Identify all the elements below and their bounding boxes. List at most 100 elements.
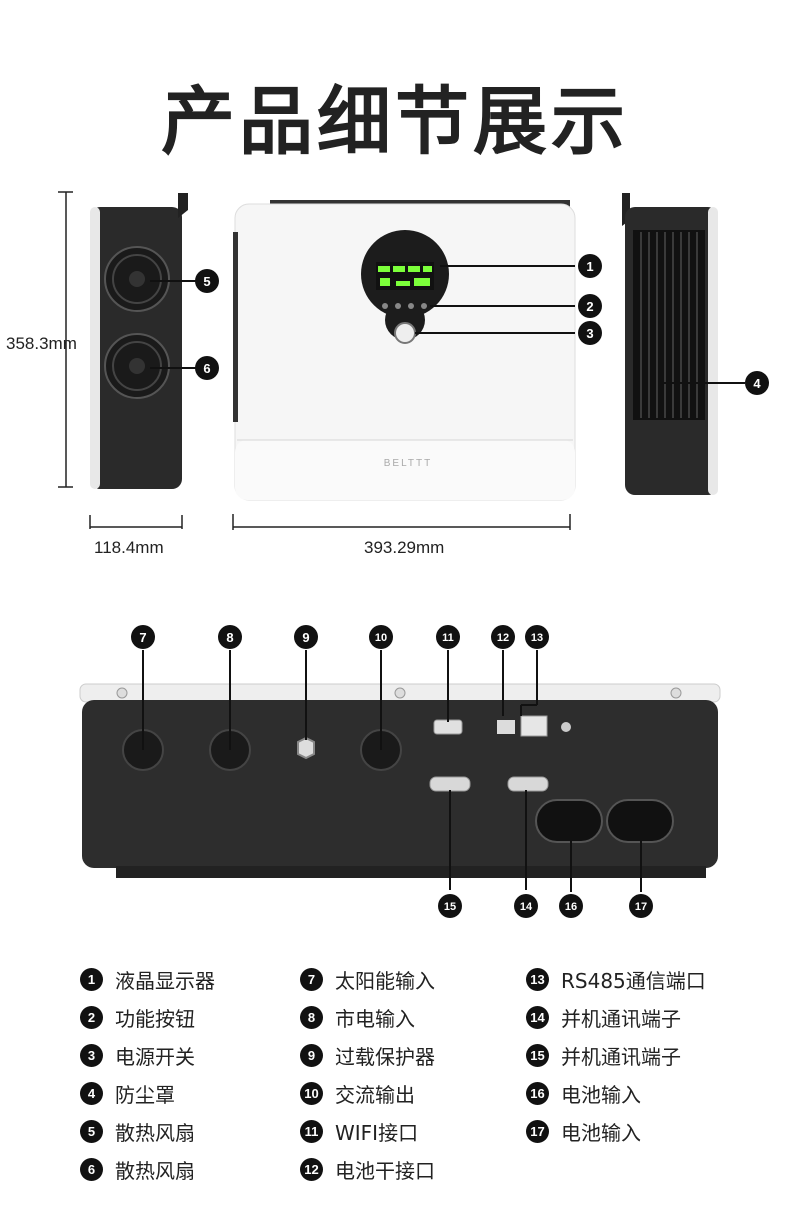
svg-text:16: 16 bbox=[565, 901, 577, 913]
legend-label: 市电输入 bbox=[335, 1006, 415, 1031]
legend-item: 15 并机通讯端子 bbox=[526, 1036, 706, 1074]
svg-text:5: 5 bbox=[203, 274, 210, 289]
svg-text:6: 6 bbox=[203, 361, 210, 376]
legend-number-badge: 3 bbox=[80, 1043, 103, 1067]
svg-text:8: 8 bbox=[226, 630, 233, 645]
callout-17: 17 bbox=[629, 894, 653, 918]
svg-text:11: 11 bbox=[442, 632, 454, 644]
left-side-view bbox=[58, 191, 196, 529]
legend-label: 过载保护器 bbox=[335, 1044, 435, 1069]
front-view bbox=[232, 200, 576, 530]
legend-item: 13 RS485通信端口 bbox=[526, 960, 706, 998]
callout-8: 8 bbox=[218, 625, 242, 649]
legend-number-badge: 8 bbox=[300, 1005, 323, 1029]
legend-number-badge: 17 bbox=[526, 1119, 549, 1143]
legend-number-badge: 10 bbox=[300, 1081, 323, 1105]
legend-item: 17 电池输入 bbox=[526, 1112, 706, 1150]
svg-text:9: 9 bbox=[302, 630, 309, 645]
legend-label: 散热风扇 bbox=[115, 1158, 195, 1183]
legend-column-3: 13 RS485通信端口 14 并机通讯端子 15 并机通讯端子 16 电池输入 17 电… bbox=[526, 960, 706, 1150]
callout-2: 2 bbox=[578, 294, 602, 318]
legend-label: 液晶显示器 bbox=[115, 968, 215, 993]
callout-12: 12 bbox=[491, 625, 515, 649]
legend-label: 电池输入 bbox=[561, 1120, 641, 1145]
bottom-view bbox=[79, 650, 721, 892]
legend-number-badge: 2 bbox=[80, 1005, 103, 1029]
page-title: 产品细节展示 bbox=[161, 79, 629, 165]
legend-label: WIFI接口 bbox=[335, 1120, 419, 1145]
legend-number-badge: 16 bbox=[526, 1081, 549, 1105]
height-dimension-label: 358.3mm bbox=[6, 334, 77, 353]
legend-number-badge: 15 bbox=[526, 1043, 549, 1067]
svg-text:1: 1 bbox=[586, 259, 593, 274]
component-legend: 1 液晶显示器 2 功能按钮 3 电源开关 4 防尘罩 5 散热风扇 6 散热风扇 7 太阳能… bbox=[0, 960, 790, 1190]
svg-text:13: 13 bbox=[531, 632, 543, 644]
svg-text:2: 2 bbox=[586, 299, 593, 314]
legend-label: 并机通讯端子 bbox=[561, 1006, 681, 1031]
legend-number-badge: 4 bbox=[80, 1081, 103, 1105]
svg-text:4: 4 bbox=[753, 376, 761, 391]
legend-number-badge: 1 bbox=[80, 967, 103, 991]
legend-label: 太阳能输入 bbox=[335, 968, 435, 993]
callout-7: 7 bbox=[131, 625, 155, 649]
legend-item: 3 电源开关 bbox=[80, 1036, 215, 1074]
depth-dimension-label: 118.4mm bbox=[94, 538, 164, 557]
legend-item: 7 太阳能输入 bbox=[300, 960, 435, 998]
legend-item: 8 市电输入 bbox=[300, 998, 435, 1036]
legend-item: 9 过载保护器 bbox=[300, 1036, 435, 1074]
legend-label: 交流输出 bbox=[335, 1082, 415, 1107]
callout-5: 5 bbox=[195, 269, 219, 293]
svg-text:10: 10 bbox=[375, 632, 387, 644]
legend-item: 4 防尘罩 bbox=[80, 1074, 215, 1112]
legend-label: 电池干接口 bbox=[335, 1158, 435, 1183]
callout-16: 16 bbox=[559, 894, 583, 918]
svg-text:17: 17 bbox=[635, 901, 647, 913]
legend-item: 14 并机通讯端子 bbox=[526, 998, 706, 1036]
callout-10: 10 bbox=[369, 625, 393, 649]
legend-number-badge: 14 bbox=[526, 1005, 549, 1029]
callout-14: 14 bbox=[514, 894, 538, 918]
callout-15: 15 bbox=[438, 894, 462, 918]
legend-number-badge: 12 bbox=[300, 1157, 323, 1181]
legend-label: 电池输入 bbox=[561, 1082, 641, 1107]
legend-item: 11 WIFI接口 bbox=[300, 1112, 435, 1150]
legend-number-badge: 6 bbox=[80, 1157, 103, 1181]
legend-item: 6 散热风扇 bbox=[80, 1150, 215, 1188]
svg-text:3: 3 bbox=[586, 326, 593, 341]
legend-item: 10 交流输出 bbox=[300, 1074, 435, 1112]
legend-label: 并机通讯端子 bbox=[561, 1044, 681, 1069]
legend-label: 防尘罩 bbox=[115, 1082, 175, 1107]
legend-column-1: 1 液晶显示器 2 功能按钮 3 电源开关 4 防尘罩 5 散热风扇 6 散热风扇 bbox=[80, 960, 215, 1188]
legend-item: 16 电池输入 bbox=[526, 1074, 706, 1112]
legend-label: RS485通信端口 bbox=[561, 968, 706, 993]
legend-column-2: 7 太阳能输入 8 市电输入 9 过载保护器 10 交流输出 11 WIFI接口 12 电池… bbox=[300, 960, 435, 1188]
svg-text:7: 7 bbox=[139, 630, 146, 645]
legend-item: 1 液晶显示器 bbox=[80, 960, 215, 998]
legend-item: 5 散热风扇 bbox=[80, 1112, 215, 1150]
legend-number-badge: 7 bbox=[300, 967, 323, 991]
right-side-view bbox=[622, 193, 745, 495]
legend-number-badge: 5 bbox=[80, 1119, 103, 1143]
legend-label: 散热风扇 bbox=[115, 1120, 195, 1145]
legend-item: 12 电池干接口 bbox=[300, 1150, 435, 1188]
width-dimension-label: 393.29mm bbox=[364, 538, 445, 557]
legend-label: 电源开关 bbox=[115, 1044, 195, 1069]
callout-6: 6 bbox=[195, 356, 219, 380]
legend-number-badge: 13 bbox=[526, 967, 549, 991]
legend-label: 功能按钮 bbox=[115, 1006, 195, 1031]
callout-3: 3 bbox=[578, 321, 602, 345]
svg-text:12: 12 bbox=[497, 632, 509, 644]
callout-11: 11 bbox=[436, 625, 460, 649]
legend-number-badge: 11 bbox=[300, 1119, 323, 1143]
callout-badges: 1 2 3 4 5 6 7 8 9 10 11 12 13 15 14 16 1… bbox=[131, 254, 769, 918]
legend-item: 2 功能按钮 bbox=[80, 998, 215, 1036]
callout-4: 4 bbox=[745, 371, 769, 395]
svg-text:14: 14 bbox=[520, 901, 533, 913]
callout-1: 1 bbox=[578, 254, 602, 278]
brand-logo: BELTTT bbox=[384, 458, 432, 469]
callout-13: 13 bbox=[525, 625, 549, 649]
legend-number-badge: 9 bbox=[300, 1043, 323, 1067]
callout-9: 9 bbox=[294, 625, 318, 649]
svg-text:15: 15 bbox=[444, 901, 456, 913]
